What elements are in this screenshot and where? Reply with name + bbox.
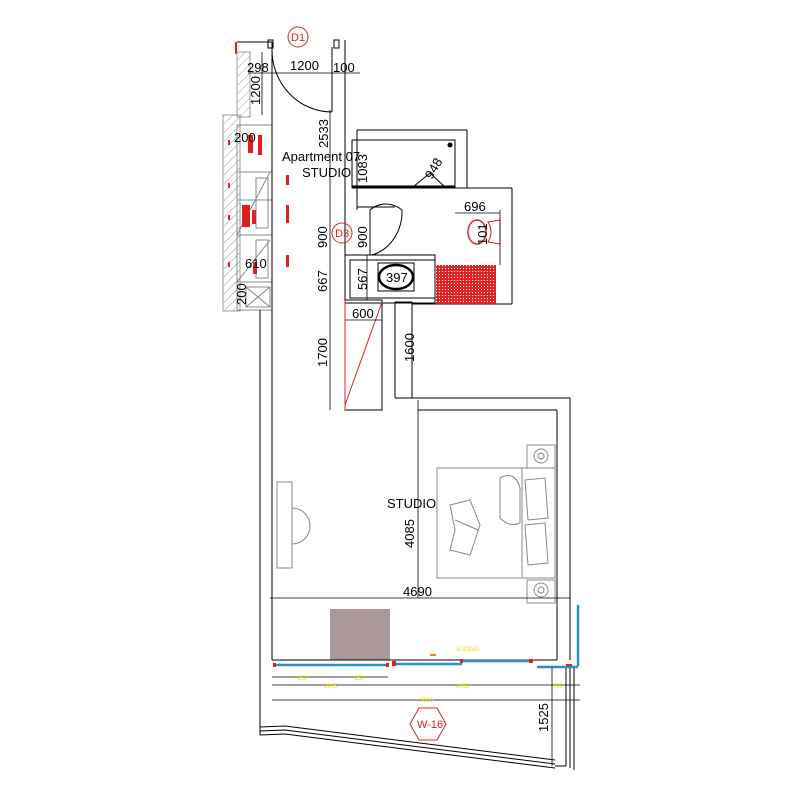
wardrobe xyxy=(344,299,383,411)
dim-610: 610 xyxy=(245,256,267,271)
bathroom-tiled-area xyxy=(436,265,496,304)
exterior-wall-left xyxy=(222,41,272,312)
room-label-studio: STUDIO xyxy=(387,496,436,511)
window-dim-6: 5055 xyxy=(420,698,434,704)
dim-4085: 4085 xyxy=(402,519,417,548)
apartment-type: STUDIO xyxy=(302,165,351,180)
dim-200-bottom: 200 xyxy=(234,283,249,305)
dim-200-top: 200 xyxy=(234,130,256,145)
svg-text:W-16: W-16 xyxy=(417,719,443,731)
bathroom-door[interactable] xyxy=(369,203,403,256)
dim-2533: 2533 xyxy=(316,119,331,148)
window-dim-3: 1905 xyxy=(324,684,338,690)
bed xyxy=(436,444,556,604)
dim-100: 100 xyxy=(333,60,355,75)
entry-door[interactable] xyxy=(271,47,333,113)
window-tag-w16: W-16 xyxy=(409,707,447,741)
dim-567: 567 xyxy=(355,268,370,290)
door-tag-d3: D3 xyxy=(331,222,353,244)
dim-1700: 1700 xyxy=(315,338,330,367)
dim-4690: 4690 xyxy=(403,584,432,599)
dim-900-left: 900 xyxy=(315,226,330,248)
window-dim-5: 700 xyxy=(553,684,564,690)
balcony xyxy=(259,668,575,770)
svg-text:D3: D3 xyxy=(335,228,349,240)
washbasin xyxy=(377,262,415,292)
rug xyxy=(330,609,390,660)
walls xyxy=(259,39,571,735)
window-note: SLIDING xyxy=(455,647,479,653)
dim-1200-vertical: 1200 xyxy=(248,76,263,105)
shower xyxy=(351,139,510,189)
dim-900-right: 900 xyxy=(355,226,370,248)
window-dim-2: 953 xyxy=(354,676,365,682)
dim-1200-horizontal: 1200 xyxy=(290,58,319,73)
dim-696: 696 xyxy=(464,199,486,214)
dim-667: 667 xyxy=(315,270,330,292)
door-tag-d1: D1 xyxy=(287,26,309,48)
window-dim-1: 953 xyxy=(297,676,308,682)
window-sliding: SLIDING xyxy=(272,605,580,669)
toilet xyxy=(467,219,501,245)
dim-298: 298 xyxy=(247,60,269,75)
dim-1525: 1525 xyxy=(536,703,551,732)
dimension-lines xyxy=(248,52,580,766)
window-dim-4: 2450 xyxy=(456,684,470,690)
kitchen-cabinets xyxy=(228,124,289,311)
apartment-title: Apartment 07 xyxy=(282,149,360,164)
dim-1600: 1600 xyxy=(402,333,417,362)
svg-text:D1: D1 xyxy=(291,32,305,44)
dim-1083: 1083 xyxy=(355,154,370,183)
dim-101: 101 xyxy=(475,223,490,245)
dim-397: 397 xyxy=(386,270,408,285)
tv-unit xyxy=(276,481,311,569)
dim-600: 600 xyxy=(352,306,374,321)
